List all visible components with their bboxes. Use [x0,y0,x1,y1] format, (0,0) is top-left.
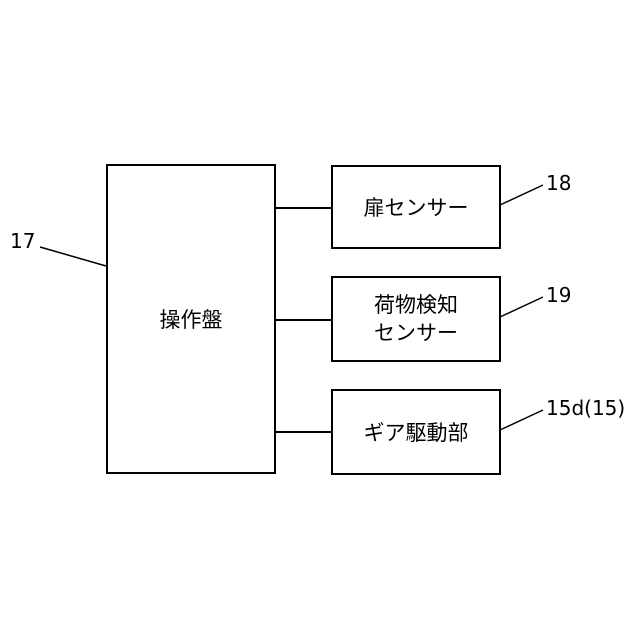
leader-line-17 [40,247,106,266]
leader-line-15d [500,410,543,430]
door-sensor-label: 扉センサー [364,196,469,220]
load-sensor-label-line2: センサー [374,321,458,345]
load-sensor-block [332,277,500,361]
ref-numeral-18: 18 [546,171,571,195]
leader-line-18 [500,185,543,205]
ref-numeral-15d: 15d(15) [546,396,625,420]
ref-numeral-17: 17 [10,229,35,253]
load-sensor-label-line1: 荷物検知 [374,293,458,317]
operation-panel-label: 操作盤 [160,308,223,332]
ref-numeral-19: 19 [546,283,571,307]
gear-drive-label: ギア駆動部 [364,421,469,445]
leader-line-19 [500,297,543,317]
